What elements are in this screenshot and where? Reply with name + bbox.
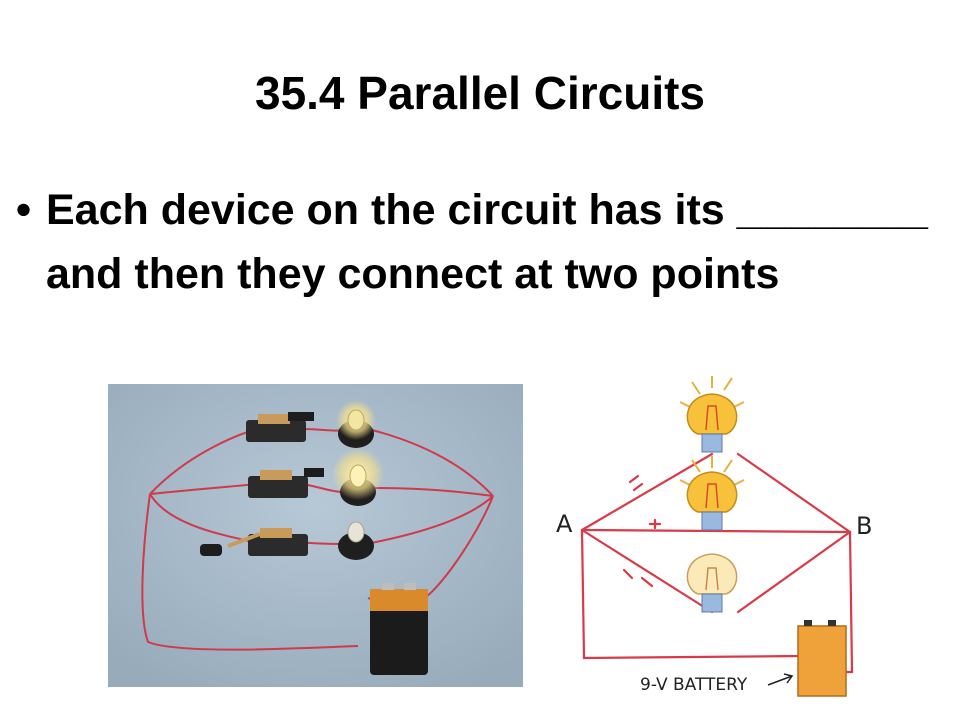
diagram-bulb-top <box>679 376 745 453</box>
parallel-circuit-diagram: A B 9-V BATTERY <box>556 376 872 697</box>
bullet-item: • Each device on the circuit has its ___… <box>16 178 936 306</box>
bullet-text: Each device on the circuit has its _____… <box>46 186 928 298</box>
parallel-circuit-photo <box>108 384 523 687</box>
diagram-battery <box>797 620 847 697</box>
diagram-bulb-bottom <box>686 553 738 613</box>
bulb-middle <box>332 448 384 506</box>
bulb-top <box>336 400 376 448</box>
battery-label: 9-V BATTERY <box>640 675 748 695</box>
diagram-bulb-middle <box>679 456 745 531</box>
switch-bottom <box>200 528 308 556</box>
battery-9v <box>370 583 428 675</box>
bullet-list: • Each device on the circuit has its ___… <box>16 178 936 306</box>
node-label-a: A <box>556 510 573 538</box>
bulb-bottom <box>338 521 374 560</box>
switch-middle <box>248 468 324 498</box>
switch-top <box>246 412 314 442</box>
slide-title: 35.4 Parallel Circuits <box>254 67 706 119</box>
node-label-b: B <box>856 512 872 540</box>
bullet-marker: • <box>16 186 32 234</box>
